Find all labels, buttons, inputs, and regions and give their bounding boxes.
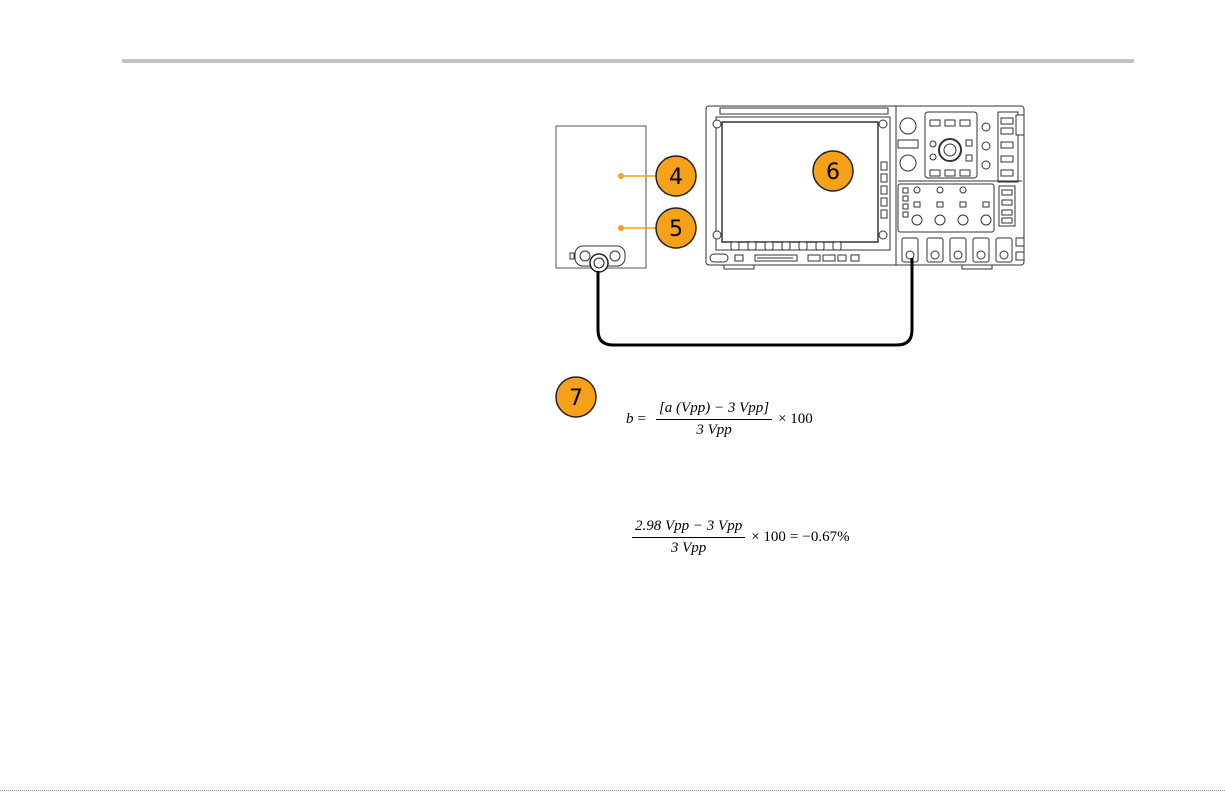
formula-example: 2.98 Vpp − 3 Vpp 3 Vpp × 100 = −0.67% [626,518,850,557]
generator-box [556,126,646,272]
formula-numerator: [a (Vpp) − 3 Vpp] [656,400,772,420]
svg-text:6: 6 [826,160,840,185]
example-denominator: 3 Vpp [671,538,706,557]
example-equals: = [790,529,798,546]
footer-rule [0,790,1225,791]
callout-7: 7 [556,377,596,417]
leader-dot-4 [618,173,624,179]
formula-lhs: b [626,411,634,428]
callout-6: 6 [813,151,853,191]
callout-5: 5 [656,208,696,248]
formula-equals: = [638,411,646,428]
svg-text:5: 5 [669,217,683,242]
formula-denominator: 3 Vpp [696,420,731,439]
example-numerator: 2.98 Vpp − 3 Vpp [632,518,745,538]
formula-percent-error: b = [a (Vpp) − 3 Vpp] 3 Vpp × 100 [626,400,813,439]
example-multiplier: × 100 [751,529,786,546]
bnc-cable [598,258,912,345]
leader-dot-5 [618,225,624,231]
example-result: −0.67% [802,529,849,546]
callout-4: 4 [656,156,696,196]
svg-text:7: 7 [569,386,583,411]
formula-multiplier: × 100 [778,411,813,428]
example-fraction: 2.98 Vpp − 3 Vpp 3 Vpp [632,518,745,557]
oscilloscope [706,106,1024,269]
formula-fraction: [a (Vpp) − 3 Vpp] 3 Vpp [656,400,772,439]
svg-text:4: 4 [669,165,683,190]
